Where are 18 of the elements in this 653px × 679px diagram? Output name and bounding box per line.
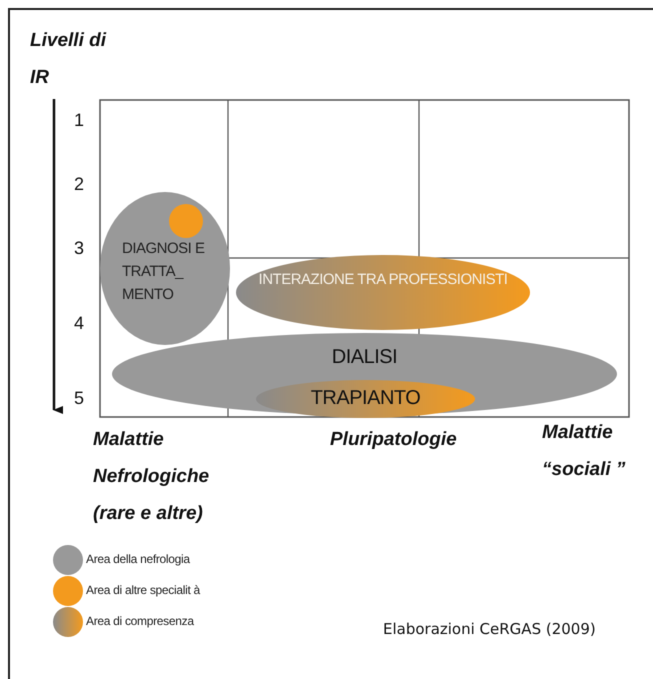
- level-number: 5: [74, 388, 84, 409]
- area-label: DIAGNOSI E TRATTA_ MENTO: [122, 239, 206, 305]
- caption: Elaborazioni CeRGAS (2009): [383, 620, 596, 638]
- area-label: INTERAZIONE TRA PROFESSIONISTI: [258, 270, 508, 290]
- level-number: 2: [74, 174, 84, 195]
- legend-label: Area della nefrologia: [86, 552, 190, 566]
- circle-area: [169, 204, 203, 238]
- area-label: TRAPIANTO: [310, 386, 422, 410]
- category-label: Malattie Nefrologiche (rare e altre): [93, 428, 210, 526]
- legend-label: Area di altre specialit à: [86, 583, 200, 597]
- legend-label: Area di compresenza: [86, 614, 194, 628]
- level-number: 3: [74, 238, 84, 259]
- level-number: 1: [74, 110, 84, 131]
- category-label: Pluripatologie: [330, 428, 457, 452]
- axis-title: Livelli di IR: [30, 29, 108, 90]
- category-label: Malattie “sociali ”: [542, 421, 626, 482]
- area-label: DIALISI: [330, 345, 398, 369]
- level-number: 4: [74, 313, 84, 334]
